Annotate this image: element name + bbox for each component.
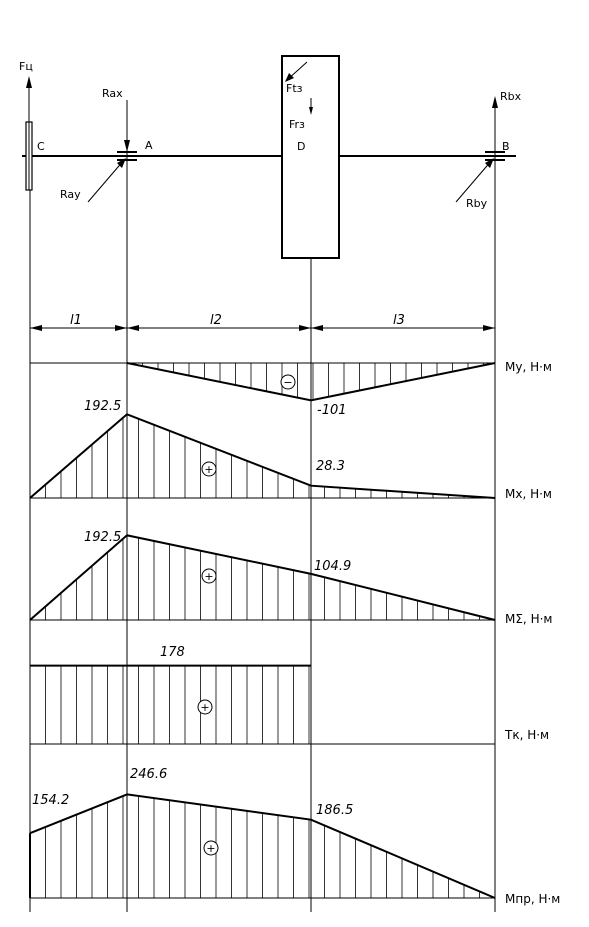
svg-text:+: + — [200, 701, 209, 714]
axis-label-mx: Mx, Н·м — [505, 487, 552, 501]
label-ft: Ftз — [286, 82, 303, 95]
value-label-my-d: -101 — [317, 403, 347, 418]
value-label-mpr-d: 186.5 — [316, 803, 353, 818]
value-label-tk: 178 — [160, 645, 185, 660]
force-fc-arrowhead — [26, 76, 32, 88]
shaft-scheme: Fц Rax Ray Rbx Rby Ftз Frз C A D B — [19, 55, 522, 912]
diagram-outline-mx — [29, 413, 496, 499]
value-label-mpr-c: 154.2 — [32, 793, 69, 808]
force-rbx-arrowhead — [492, 96, 498, 108]
label-rby: Rby — [466, 197, 488, 210]
force-rby-arrow — [455, 159, 493, 203]
diagram-msum — [29, 534, 496, 621]
force-ft-arrowhead — [285, 73, 294, 82]
value-label-mx-d: 28.3 — [316, 459, 345, 474]
segment-label-l3: l3 — [393, 313, 405, 328]
dimension-line: l1 l2 l3 — [30, 313, 495, 331]
diagram-mx — [29, 413, 496, 499]
label-point-d: D — [297, 140, 305, 153]
diagram-outline-my — [126, 362, 496, 402]
force-ray-arrow — [87, 159, 125, 203]
label-ray: Ray — [60, 188, 81, 201]
force-ray-arrowhead — [117, 158, 126, 168]
force-rax-arrowhead — [124, 140, 130, 152]
diagram-outline-msum — [29, 534, 496, 621]
label-point-c: C — [37, 140, 45, 153]
axis-label-mpr: Mпр, Н·м — [505, 892, 560, 906]
force-rby-arrowhead — [485, 158, 494, 168]
label-fc: Fц — [19, 60, 33, 73]
label-point-b: B — [502, 140, 510, 153]
axis-label-tk: Tк, Н·м — [504, 728, 549, 742]
value-label-mx-a: 192.5 — [84, 399, 121, 414]
label-point-a: A — [145, 139, 153, 152]
svg-text:−: − — [283, 376, 292, 389]
segment-label-l1: l1 — [70, 313, 82, 328]
sign-tk: + — [197, 699, 213, 715]
label-rbx: Rbx — [500, 90, 522, 103]
label-fr: Frз — [289, 118, 305, 131]
axis-label-my: My, Н·м — [505, 360, 552, 374]
segment-label-l2: l2 — [210, 313, 222, 328]
axis-label-msum: MΣ, Н·м — [505, 612, 552, 626]
value-label-msum-d: 104.9 — [314, 559, 351, 574]
sign-mpr: + — [203, 840, 219, 856]
sign-mx: + — [201, 461, 217, 477]
value-label-mpr-a: 246.6 — [130, 767, 167, 782]
svg-text:+: + — [204, 463, 213, 476]
svg-text:+: + — [206, 842, 215, 855]
sign-my: − — [280, 374, 296, 390]
bearing-b — [485, 151, 505, 161]
force-fr-arrowhead — [309, 107, 313, 115]
diagram-mpr — [29, 793, 496, 899]
diagram-tk — [29, 664, 312, 744]
diagram-outline-mpr — [29, 793, 496, 899]
sign-msum: + — [201, 568, 217, 584]
value-label-msum-a: 192.5 — [84, 530, 121, 545]
label-rax: Rax — [102, 87, 123, 100]
diagram-my — [126, 362, 496, 402]
gear-d — [281, 55, 340, 259]
svg-text:+: + — [204, 570, 213, 583]
